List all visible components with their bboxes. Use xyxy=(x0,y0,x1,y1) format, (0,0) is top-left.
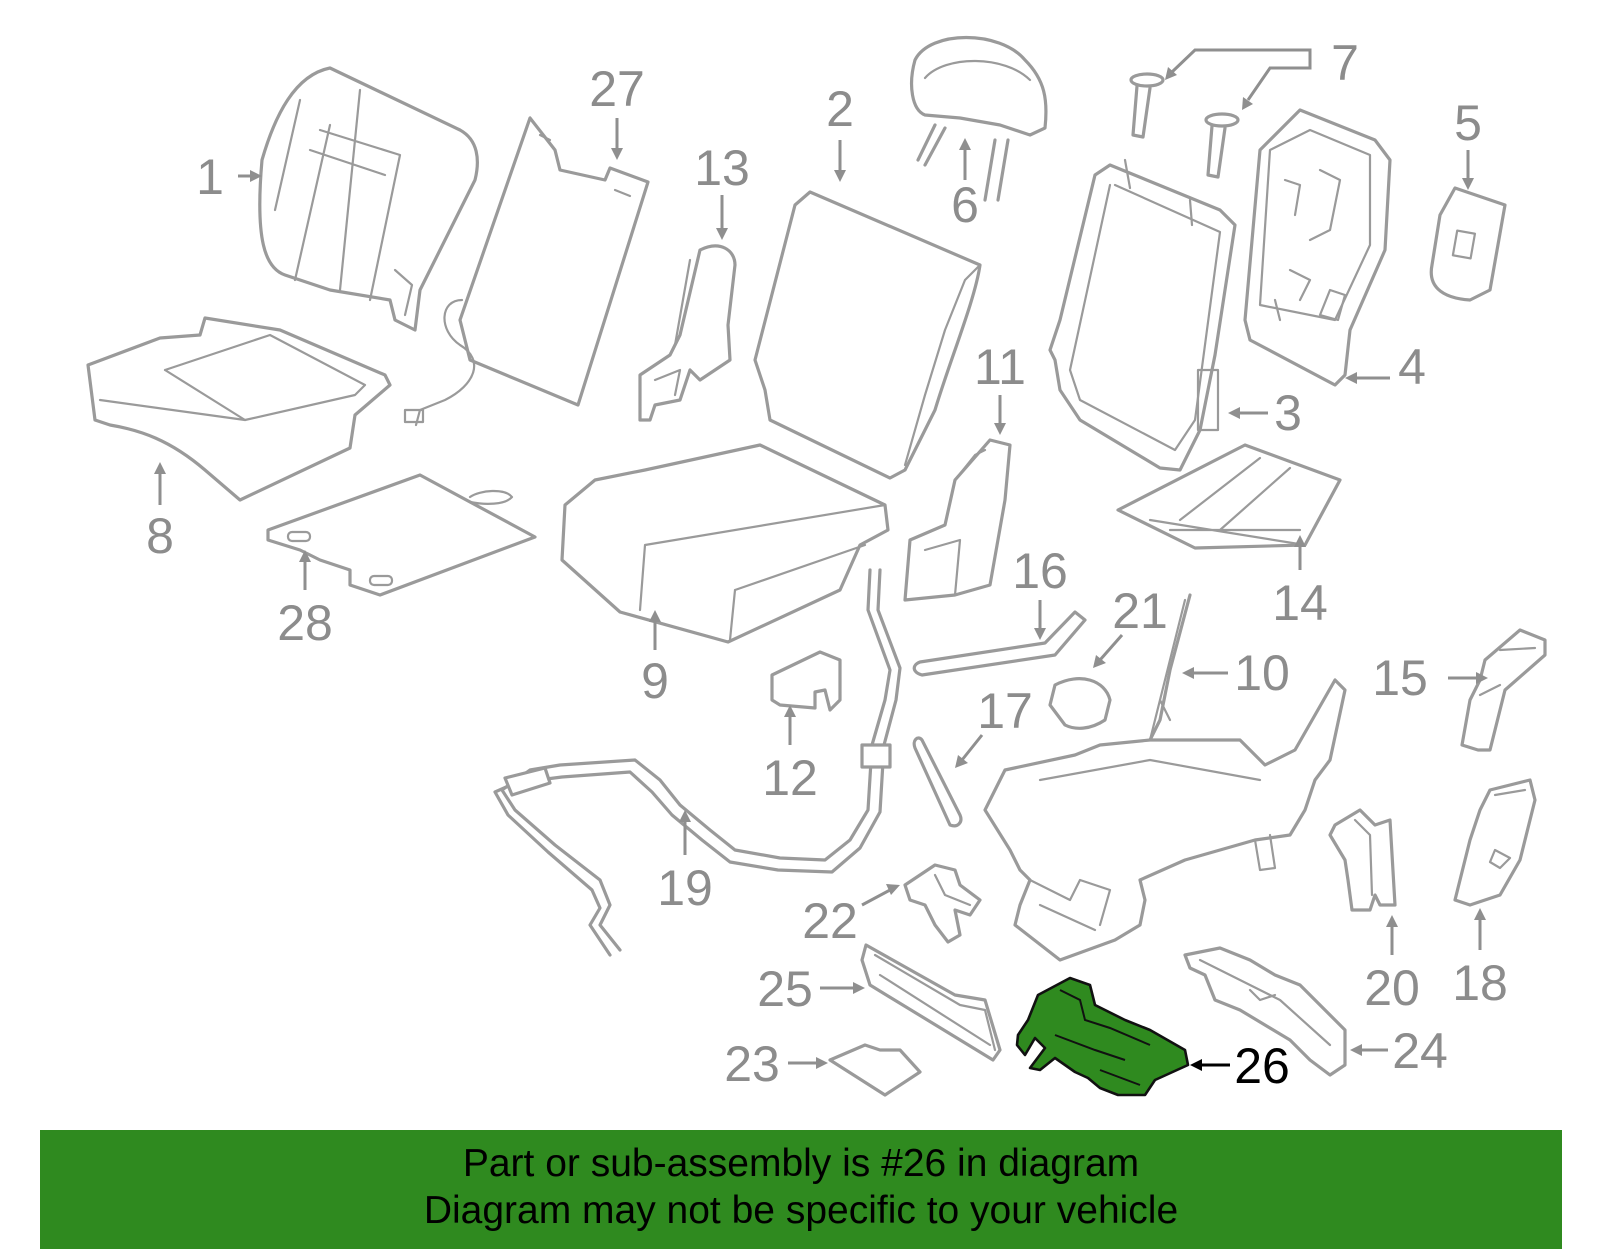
banner-line-1: Part or sub-assembly is #26 in diagram xyxy=(462,1142,1140,1185)
callout-17: 17 xyxy=(977,683,1033,739)
part-4-back-panel xyxy=(1243,108,1392,387)
callout-8: 8 xyxy=(146,508,174,564)
part-25-trim xyxy=(860,943,1002,1062)
part-6-headrest xyxy=(909,35,1048,202)
callout-26-highlighted: 26 xyxy=(1234,1038,1290,1094)
callout-24: 24 xyxy=(1392,1023,1448,1079)
callout-27: 27 xyxy=(589,61,645,117)
callout-18: 18 xyxy=(1452,955,1508,1011)
callout-4: 4 xyxy=(1398,339,1426,395)
callout-21: 21 xyxy=(1112,583,1168,639)
part-24-trim xyxy=(1183,946,1347,1077)
callout-5: 5 xyxy=(1454,95,1482,151)
part-7-headrest-guides xyxy=(1129,72,1240,179)
part-22-bracket xyxy=(903,863,982,944)
part-8-cushion-cover xyxy=(86,316,392,502)
callout-9: 9 xyxy=(641,653,669,709)
callout-28: 28 xyxy=(277,595,333,651)
part-16-rod xyxy=(912,610,1087,677)
callout-1: 1 xyxy=(196,149,224,205)
callout-25: 25 xyxy=(757,961,813,1017)
part-12-bracket xyxy=(770,650,842,712)
callout-10: 10 xyxy=(1234,645,1290,701)
info-banner: Part or sub-assembly is #26 in diagram D… xyxy=(40,1130,1562,1249)
part-23-pad xyxy=(828,1043,922,1097)
part-15-trim xyxy=(1460,628,1547,752)
callout-13: 13 xyxy=(694,140,750,196)
callout-11: 11 xyxy=(974,339,1026,395)
callout-14: 14 xyxy=(1272,575,1328,631)
callout-20: 20 xyxy=(1364,960,1420,1016)
part-18-trim xyxy=(1453,778,1537,907)
part-1-seatback-cover xyxy=(258,66,479,332)
callout-3: 3 xyxy=(1274,385,1302,441)
part-27-back-panel xyxy=(403,116,650,427)
part-17-rod xyxy=(912,736,963,828)
part-13-side-trim xyxy=(638,244,737,422)
part-20-bracket xyxy=(1328,808,1397,912)
part-21-bushing xyxy=(1048,677,1112,730)
callout-7: 7 xyxy=(1331,35,1359,91)
part-19-cable xyxy=(493,568,902,957)
callout-16: 16 xyxy=(1012,543,1068,599)
callout-15: 15 xyxy=(1372,650,1428,706)
part-26-highlighted xyxy=(1015,976,1190,1097)
callout-19: 19 xyxy=(657,860,713,916)
part-14-pan xyxy=(1116,443,1342,550)
part-28-heater-pad xyxy=(266,473,537,597)
seat-parts-diagram: 1 27 2 13 6 7 5 4 3 11 8 28 9 14 16 21 1… xyxy=(86,35,1547,1097)
callout-22: 22 xyxy=(802,893,858,949)
callout-12: 12 xyxy=(762,750,818,806)
callout-2: 2 xyxy=(826,81,854,137)
leader-lines xyxy=(154,48,1488,1071)
part-10-seat-frame xyxy=(983,593,1347,962)
callout-23: 23 xyxy=(724,1036,780,1092)
part-2-seatback-foam xyxy=(753,190,982,480)
banner-line-2: Diagram may not be specific to your vehi… xyxy=(423,1189,1179,1232)
part-5-cap xyxy=(1429,186,1507,302)
part-11-side-shield xyxy=(903,438,1012,602)
part-3-seatback-frame xyxy=(1048,158,1237,472)
callout-numbers: 1 27 2 13 6 7 5 4 3 11 8 28 9 14 16 21 1… xyxy=(146,35,1508,1094)
part-9-cushion-foam xyxy=(560,443,890,644)
callout-6: 6 xyxy=(951,177,979,233)
